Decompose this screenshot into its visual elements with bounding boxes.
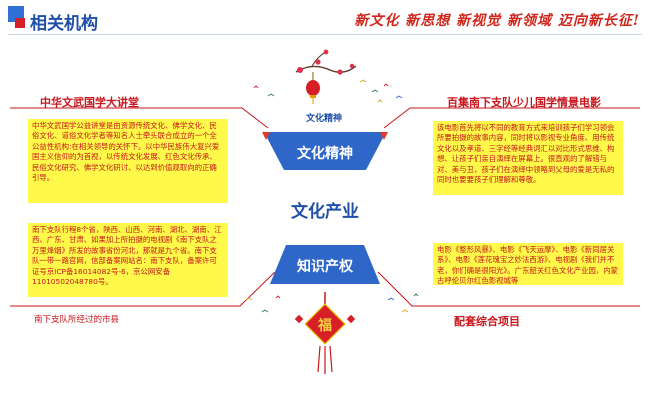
chinese-knot-icon <box>294 292 356 374</box>
marker-top-left <box>262 132 270 140</box>
connector-line-top-left <box>10 107 269 129</box>
header-divider <box>8 34 642 35</box>
marker-top-right <box>380 132 388 140</box>
center-small-label: 文化精神 <box>305 114 342 124</box>
plum-blossom-icon <box>295 49 357 75</box>
center-main-title: 文化产业 <box>291 202 359 222</box>
top-left-title: 中华文武国学大讲堂 <box>40 96 139 109</box>
bottom-banner-shape <box>270 245 380 284</box>
bottom-left-text-box: 南下支队行程8个省，陕西、山西、河南、湖北、湖南、江西、广东、甘肃、如果加上所拍… <box>28 223 228 297</box>
connector-line-bottom-left <box>10 271 276 307</box>
bottom-banner-label: 知识产权 <box>297 259 353 275</box>
fu-character: 福 <box>318 318 332 334</box>
bottom-left-caption: 南下支队所经过的市县 <box>34 315 120 325</box>
header-accent-red <box>15 18 25 28</box>
top-banner-shape <box>264 132 386 170</box>
top-right-title: 百集南下支队少儿国学情景电影 <box>447 96 601 109</box>
bottom-right-title: 配套综合项目 <box>454 315 520 328</box>
connector-line-bottom-right <box>377 271 640 307</box>
top-banner-label: 文化精神 <box>297 146 353 162</box>
connector-line-top-right <box>383 107 640 129</box>
page-title: 相关机构 <box>30 14 98 34</box>
birds-icon <box>245 79 419 313</box>
lantern-icon <box>306 72 320 104</box>
top-left-text-box: 中华文武国学公益讲堂是由资源传统文化、佛学文化、民俗文化、道俗文化学者等知名人士… <box>28 119 228 203</box>
bottom-right-text-box: 电影《整形风暴》、电影《飞天运摩》、电影《新同居关系》、电影《莲花瑰宝之妙法西游… <box>433 243 623 285</box>
top-right-text-box: 该电影首先将以不同的教育方式来培训孩子们学习领会所要拍摄的故事内容，同时将以影视… <box>433 121 623 195</box>
header-slogan: 新文化 新思想 新视觉 新领域 迈向新长征! <box>354 13 640 29</box>
